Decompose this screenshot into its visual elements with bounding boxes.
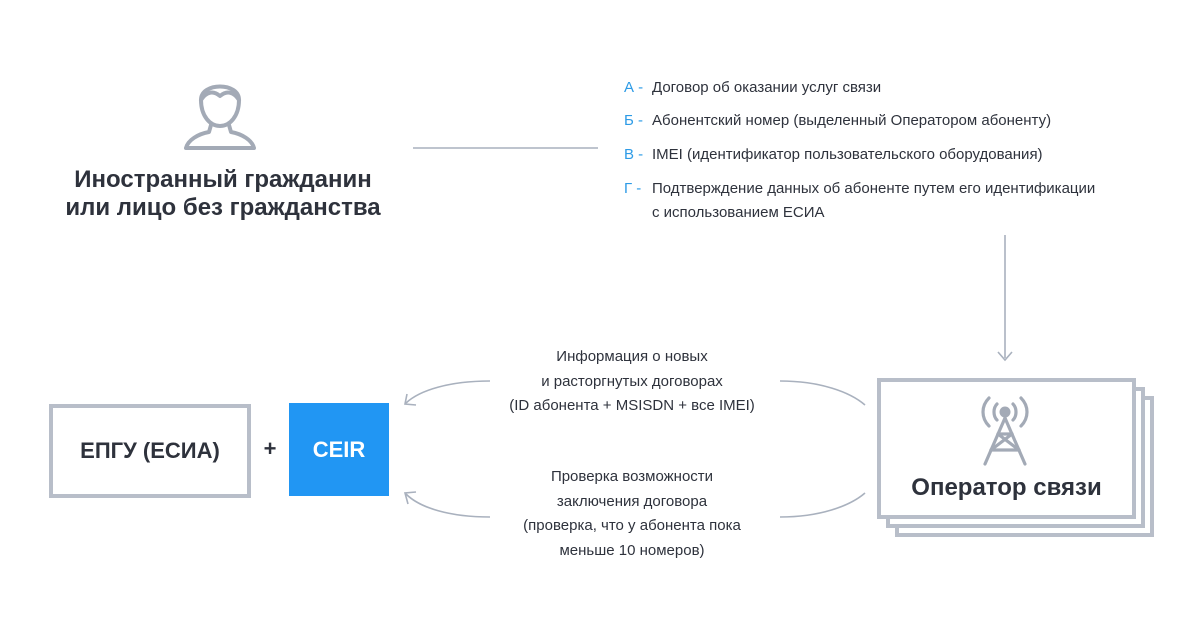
legend-text: IMEI (идентификатор пользовательского об… xyxy=(652,146,1043,163)
flow-top-line1: Информация о новых xyxy=(556,348,708,365)
legend-operator-arrowhead xyxy=(997,351,1013,362)
epgu-label: ЕПГУ (ЕСИА) xyxy=(80,438,220,463)
legend-letter: Г - xyxy=(624,180,642,197)
legend-letter: А - xyxy=(624,79,644,96)
epgu-box: ЕПГУ (ЕСИА) xyxy=(49,404,251,498)
legend-text: Договор об оказании услуг связи xyxy=(652,79,882,96)
legend-text: Подтверждение данных об абоненте путем е… xyxy=(652,177,1162,225)
flow-bottom-line4: меньше 10 номеров) xyxy=(559,541,705,559)
flow-top-line3: (ID абонента + MSISDN + все IMEI) xyxy=(509,397,755,414)
person-title-line1: Иностранный гражданин xyxy=(74,166,372,193)
flow-bottom-text: Проверка возможности заключения договора… xyxy=(472,465,792,563)
person-title: Иностранный гражданин или лицо без гражд… xyxy=(30,166,416,222)
legend-text-line2: с использованием ЕСИА xyxy=(652,204,825,221)
legend-text: Абонентский номер (выделенный Оператором… xyxy=(652,112,1052,129)
flow-bottom-line2: заключения договора xyxy=(556,492,708,510)
flow-top-line2: и расторгнутых договорах xyxy=(541,372,723,390)
flow-top-text: Информация о новых и расторгнутых догово… xyxy=(472,345,792,419)
operator-box xyxy=(877,378,1136,519)
person-title-line2: или лицо без гражданства xyxy=(65,194,381,221)
legend-letter: Б - xyxy=(624,112,644,129)
ceir-label: CEIR xyxy=(312,436,366,462)
person-icon xyxy=(184,84,256,150)
plus-sign: + xyxy=(263,436,277,461)
radio-tower-icon xyxy=(981,396,1029,466)
bottom-flow-arrowhead xyxy=(403,491,417,505)
legend-text-line1: Подтверждение данных об абоненте путем е… xyxy=(652,180,1096,197)
top-flow-arrow-right xyxy=(779,380,866,406)
legend-letter: В - xyxy=(624,146,644,163)
bottom-flow-arrow-right xyxy=(779,492,866,518)
ceir-box: CEIR xyxy=(289,403,389,496)
flow-bottom-line3: (проверка, что у абонента пока xyxy=(523,517,741,534)
operator-label: Оператор связи xyxy=(911,474,1102,501)
top-flow-arrowhead xyxy=(404,393,417,406)
flow-bottom-line1: Проверка возможности xyxy=(550,468,714,485)
